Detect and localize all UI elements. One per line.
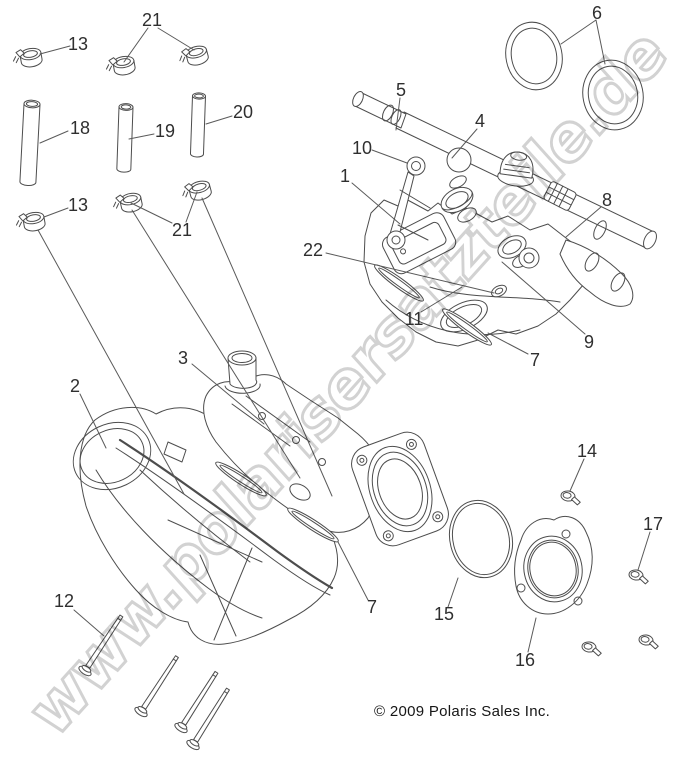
callout-10: 10 <box>351 138 373 158</box>
callout-6: 6 <box>591 3 603 23</box>
throttle-motor <box>381 212 457 275</box>
callout-3: 3 <box>177 348 189 368</box>
callout-13-top: 13 <box>67 34 89 54</box>
callout-15: 15 <box>433 604 455 624</box>
hose-clamp <box>176 43 211 70</box>
callout-2: 2 <box>69 376 81 396</box>
flange-bolt <box>580 640 604 657</box>
manifold-neck <box>224 350 261 394</box>
intake-manifold <box>203 350 449 547</box>
callout-5: 5 <box>395 80 407 100</box>
callout-20: 20 <box>232 102 254 122</box>
callout-7-upper: 7 <box>529 350 541 370</box>
flange-bolt <box>559 489 583 506</box>
callout-21-bottom: 21 <box>171 220 193 240</box>
outlet-adapter <box>559 239 634 307</box>
o-ring <box>582 59 644 131</box>
callout-8: 8 <box>601 190 613 210</box>
long-screw <box>132 652 184 719</box>
callout-9: 9 <box>583 332 595 352</box>
callout-13-bottom: 13 <box>67 195 89 215</box>
throttle-linkage <box>386 156 431 250</box>
callout-7-lower: 7 <box>366 597 378 617</box>
fuel-injectors <box>440 186 540 298</box>
hose-tube-20 <box>189 92 206 158</box>
hose-tube-19 <box>116 103 134 173</box>
cover-plate <box>514 516 593 615</box>
leader-lines <box>37 19 651 653</box>
flange-bolt <box>627 568 651 585</box>
callout-21-top: 21 <box>141 10 163 30</box>
callout-1: 1 <box>339 166 351 186</box>
o-ring <box>505 21 563 91</box>
callout-12: 12 <box>53 591 75 611</box>
callout-4: 4 <box>474 111 486 131</box>
long-screw <box>184 684 235 752</box>
hose-clamp <box>179 178 214 205</box>
vent-ball <box>446 147 472 173</box>
callout-17: 17 <box>642 514 664 534</box>
callout-14: 14 <box>576 441 598 461</box>
copyright-text: © 2009 Polaris Sales Inc. <box>374 703 551 720</box>
callout-11: 11 <box>404 309 424 329</box>
long-screw <box>172 668 223 735</box>
callout-16: 16 <box>514 650 536 670</box>
hose-clamp <box>111 190 144 216</box>
throttle-body-assembly <box>352 91 657 347</box>
hose-tube-18 <box>19 99 41 187</box>
hose-clamp <box>11 45 44 71</box>
manifold-flange <box>351 431 449 547</box>
hose-clamp <box>104 53 137 79</box>
hose-clamp <box>14 209 47 235</box>
flange-bolt <box>637 633 661 650</box>
map-sensor <box>543 181 577 211</box>
callout-22: 22 <box>302 240 324 260</box>
callout-18: 18 <box>69 118 91 138</box>
pressure-regulator <box>497 151 534 187</box>
callout-19: 19 <box>154 121 176 141</box>
flange-gasket <box>448 499 514 579</box>
long-screw <box>76 611 128 679</box>
